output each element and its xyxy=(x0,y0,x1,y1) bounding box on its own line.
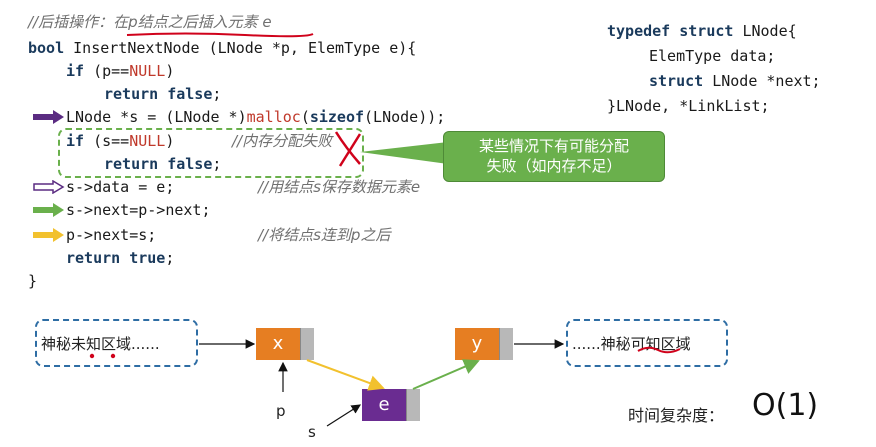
right-known-region xyxy=(566,319,728,367)
memory-note-callout: 某些情况下有可能分配 失败（如内存不足） xyxy=(443,131,665,182)
code-text: ( xyxy=(300,108,310,126)
code-line-1: bool InsertNextNode (LNode *p, ElemType … xyxy=(28,39,416,57)
node-x: x xyxy=(256,328,314,360)
node-e-value: e xyxy=(378,394,390,415)
code-text: LNode *next; xyxy=(703,72,821,90)
typedef-line-4: }LNode, *LinkList; xyxy=(607,97,770,115)
code-line-3: return false; xyxy=(104,85,221,103)
node-e-next-field xyxy=(406,389,420,421)
code-text: (p== xyxy=(84,62,130,80)
typedef-line-1: typedef struct LNode{ xyxy=(607,22,797,40)
code-line-5: if (s==NULL) xyxy=(66,132,174,150)
code-text: ; xyxy=(212,155,222,173)
code-text: LNode *s = (LNode *) xyxy=(66,108,247,126)
comment-title: //后插操作：在p结点之后插入元素 e xyxy=(28,13,272,31)
code-text: s->data = e; xyxy=(66,178,175,196)
null-literal: NULL xyxy=(129,62,166,80)
code-line-11: } xyxy=(28,272,38,290)
code-line-9: p->next=s; xyxy=(66,226,156,244)
code-line-8: s->next=p->next; xyxy=(66,201,211,219)
code-text: ; xyxy=(212,85,222,103)
kw-return: return false xyxy=(104,155,213,173)
code-line-4: LNode *s = (LNode *)malloc(sizeof(LNode)… xyxy=(66,108,445,126)
kw-if: if xyxy=(66,62,85,80)
node-x-value: x xyxy=(272,333,284,354)
e-to-y-arrow xyxy=(412,359,480,390)
alloc-check-highlight xyxy=(58,128,364,178)
code-text: ) xyxy=(165,62,175,80)
kw-bool: bool xyxy=(28,39,65,57)
code-text: p->next=s; xyxy=(66,226,157,244)
comment-title-prefix: //后插操作： xyxy=(28,13,114,31)
kw-struct: struct xyxy=(649,72,704,90)
code-text: ) xyxy=(165,132,175,150)
code-text: (LNode)); xyxy=(364,108,446,126)
code-text: (s== xyxy=(84,132,130,150)
code-line-10: return true; xyxy=(66,249,174,267)
left-unknown-region xyxy=(35,319,198,367)
complexity-value: O(1) xyxy=(752,388,819,423)
note-line-2: 失败（如内存不足） xyxy=(486,157,622,175)
pointer-p-label: p xyxy=(276,402,286,420)
code-text: s->next=p->next; xyxy=(66,201,211,219)
kw-return: return false xyxy=(104,85,213,103)
kw-sizeof: sizeof xyxy=(309,108,365,126)
pointer-s-label: s xyxy=(308,423,316,441)
link-node-comment: //将结点s连到p之后 xyxy=(258,226,391,244)
right-region-label: ......神秘可知区域 xyxy=(572,335,691,353)
green-arrow-icon xyxy=(33,203,64,217)
comment-title-underlined: 在p结点之后插入元素 e xyxy=(113,13,272,31)
note-pointer xyxy=(360,142,448,164)
kw-return: return true xyxy=(66,249,166,267)
title-underline xyxy=(126,32,314,38)
hollow-arrow-icon xyxy=(33,180,65,194)
code-line-6: return false; xyxy=(104,155,221,173)
complexity-label: 时间复杂度： xyxy=(628,406,725,425)
kw-typedef-struct: typedef struct xyxy=(607,22,734,40)
yellow-arrow-icon xyxy=(33,228,64,242)
malloc-call: malloc xyxy=(246,108,301,126)
kw-if: if xyxy=(66,132,85,150)
node-e: e xyxy=(362,389,420,421)
purple-arrow-icon xyxy=(33,110,64,124)
code-text: LNode{ xyxy=(733,22,797,40)
node-y: y xyxy=(455,328,513,360)
func-signature: InsertNextNode (LNode *p, ElemType e){ xyxy=(64,39,417,57)
null-literal: NULL xyxy=(129,132,166,150)
typedef-line-3: struct LNode *next; xyxy=(649,72,821,90)
node-y-value: y xyxy=(471,333,483,354)
node-x-next-field xyxy=(300,328,314,360)
s-pointer-arrow xyxy=(326,404,362,427)
typedef-line-2: ElemType data; xyxy=(649,47,776,65)
note-line-1: 某些情况下有可能分配 xyxy=(478,137,629,155)
code-line-7: s->data = e; xyxy=(66,178,174,196)
code-line-2: if (p==NULL) xyxy=(66,62,174,80)
left-region-label: 神秘未知区域...... xyxy=(41,335,160,353)
red-dots-mark xyxy=(89,353,116,359)
save-data-comment: //用结点s保存数据元素e xyxy=(258,178,421,196)
code-text: ; xyxy=(165,249,175,267)
red-x-mark-icon xyxy=(334,131,362,167)
red-underline-mark xyxy=(637,346,681,354)
x-to-e-arrow xyxy=(306,359,385,391)
node-y-next-field xyxy=(499,328,513,360)
alloc-fail-comment: //内存分配失败 xyxy=(232,132,333,150)
